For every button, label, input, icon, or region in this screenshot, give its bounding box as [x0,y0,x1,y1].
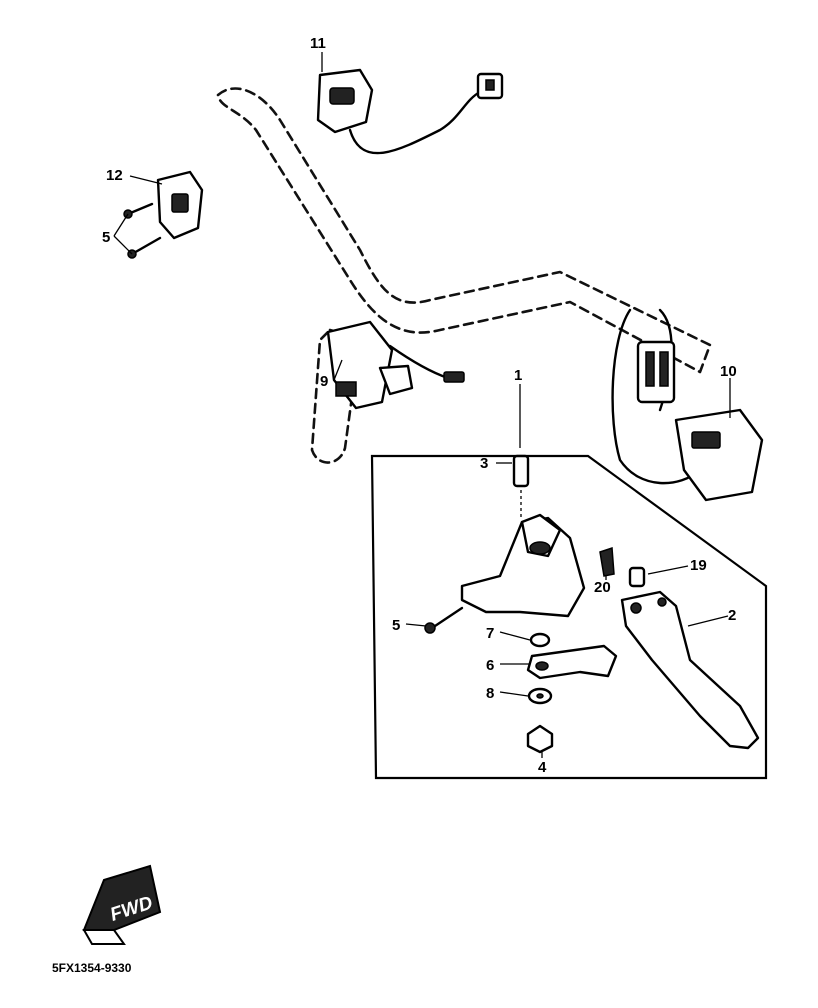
throttle-assembly [326,320,465,410]
callout-10: 10 [720,363,737,380]
bracket-part-6 [526,644,618,680]
inset-frame [370,454,768,780]
washer-part-7 [529,632,551,648]
handlebar-outline [216,87,712,464]
callout-11: 11 [310,35,326,52]
nut-part-4 [526,724,554,754]
screw-part-5 [424,606,464,634]
lever-holder-part-1 [460,513,586,618]
callout-19: 19 [690,557,707,574]
right-switch-assembly [316,68,504,155]
switch-harness-assembly [611,308,764,502]
callout-20: 20 [594,579,611,596]
callout-5-upper: 5 [102,229,110,246]
bolt-part-19 [628,566,646,588]
callout-9: 9 [320,373,328,390]
callout-7: 7 [486,625,494,642]
callout-6: 6 [486,657,494,674]
callout-4: 4 [538,759,547,776]
bolt-part-3 [512,454,530,520]
callout-8: 8 [486,685,494,702]
callout-1: 1 [514,367,522,384]
callout-12: 12 [106,167,123,184]
leader-lines [113,52,731,758]
fwd-arrow-icon: FWD [82,864,162,945]
left-switch-assembly [123,170,204,259]
callout-5-lower: 5 [392,617,400,634]
callout-3: 3 [480,455,488,472]
screw-part-20 [599,546,615,577]
callout-2: 2 [728,607,736,624]
washer-part-8 [527,687,553,705]
lever-part-2 [620,590,760,750]
drawing-code: 5FX1354-9330 [52,961,132,975]
